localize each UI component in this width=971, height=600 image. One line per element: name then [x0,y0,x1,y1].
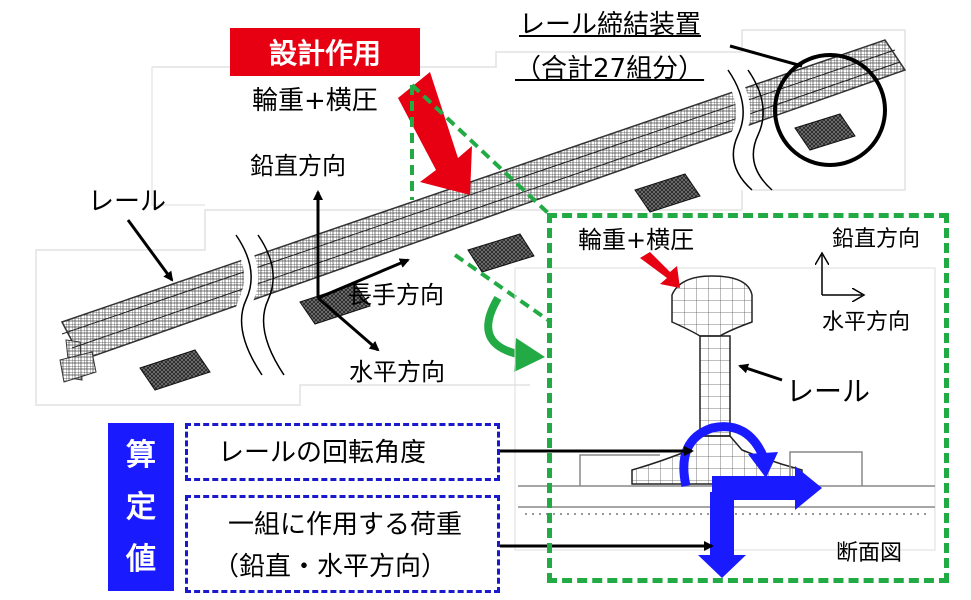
break-mark [747,69,773,191]
rail-foot-section [631,435,803,485]
fastening-pad [139,349,211,391]
fastening-label: レール締結装置 [519,10,702,40]
background-frame [35,29,906,406]
fastening-pad [634,173,701,213]
design-action-label: 設計作用 [230,28,420,76]
inset-rail-leader [738,363,783,382]
small-red-arrow [640,252,680,288]
fastening-pad [794,113,856,151]
fastening-count-label: （合計27組分） [515,54,705,84]
break-mark [727,69,753,191]
rail-head [671,275,753,337]
load-per-set-box: 一組に作用する荷重 （鉛直・水平方向） [185,495,500,593]
load-per-set-label: 一組に作用する荷重 [228,510,463,540]
fastening-pad [467,233,535,273]
calc-char-2: 定 [126,490,156,525]
break-mark [235,234,263,376]
fastening-highlight-circle [773,53,887,167]
inset-vertical-label: 鉛直方向 [832,227,921,252]
rotation-angle-box: レールの回転角度 [185,423,500,481]
rail-foot [59,351,97,383]
calculated-values-label: 算 定 値 [108,423,174,591]
blue-vertical-load-arrow [698,492,746,578]
rotation-angle-label: レールの回転角度 [218,438,427,468]
blue-horizontal-load-arrow [712,466,822,510]
break-mark [257,234,285,376]
wheel-load-label: 輪重+横圧 [252,86,378,116]
calc-char-3: 値 [126,542,156,577]
background-frame-2 [151,67,205,206]
green-arrowhead [514,338,545,372]
green-curved-arrow [484,295,523,359]
inset-rail-label: レール [786,375,871,408]
blue-rotation-arrow [679,422,769,487]
inset-horizontal-label: 水平方向 [822,310,911,335]
horizontal-direction-label: 水平方向 [349,358,445,386]
inset-wheel-load-label: 輪重+横圧 [578,226,695,254]
cross-section-inset [514,252,936,551]
fastening-leader-line [729,44,803,68]
break-marks [230,66,773,379]
sleeper-outline [579,451,863,486]
green-callout-wedge [410,83,550,322]
rail-web-section [699,335,731,437]
rail-leader-arrow [126,219,174,282]
horizontal-axis [317,296,380,352]
blue-rotation-arrowhead [748,452,778,478]
red-load-arrow [398,72,472,195]
fastening-pads [139,113,856,391]
longitudinal-axis [317,258,410,300]
longitudinal-direction-label: 長手方向 [348,281,444,309]
cross-section-frame [547,213,949,583]
vertical-direction-label: 鉛直方向 [250,152,346,180]
3d-axes [313,190,410,352]
calc-char-1: 算 [126,438,156,473]
rail-label: レール [88,187,167,217]
cross-section-label: 断面図 [836,541,903,566]
load-directions-label: （鉛直・水平方向） [213,552,448,582]
